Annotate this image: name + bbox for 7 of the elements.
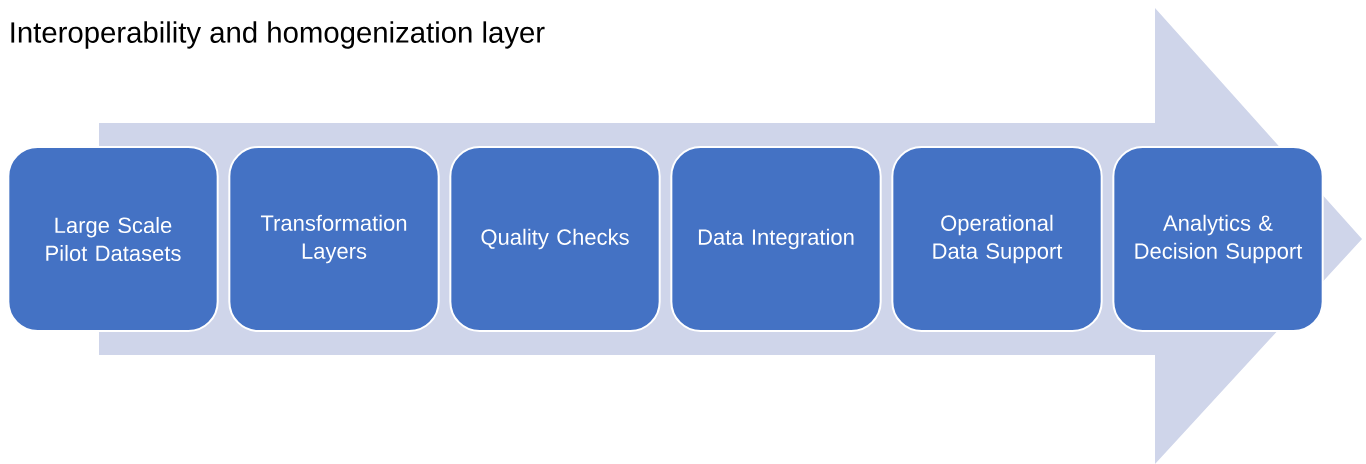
process-box: Transformation Layers (228, 146, 440, 332)
process-box: Analytics & Decision Support (1112, 146, 1324, 332)
process-box: Operational Data Support (891, 146, 1103, 332)
title: Interoperability and homogenization layer (11, 21, 545, 49)
process-box: Quality Checks (449, 146, 661, 332)
process-box: Large Scale Pilot Datasets (7, 146, 219, 332)
process-box: Data Integration (670, 146, 882, 332)
